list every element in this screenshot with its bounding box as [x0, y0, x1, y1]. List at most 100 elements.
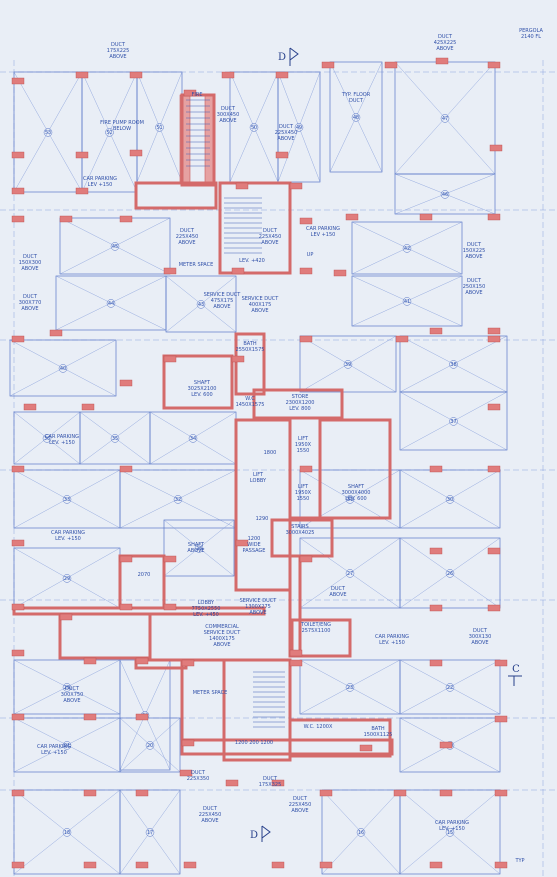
column: [299, 267, 313, 275]
column: [83, 657, 97, 665]
column: [11, 187, 25, 195]
parking-bay: 52: [81, 71, 138, 193]
column: [435, 57, 449, 65]
bay-number: 21: [64, 743, 70, 749]
parking-bay: 40: [9, 339, 117, 397]
room-label-wc-bottom: W.C. 1200X: [304, 724, 333, 730]
bay-number: 46: [442, 192, 448, 198]
column: [221, 71, 235, 79]
column: [275, 151, 289, 159]
column: [271, 861, 285, 869]
parking-bay: 32: [119, 469, 237, 529]
column: [11, 77, 25, 85]
column: [275, 71, 289, 79]
column: [429, 547, 443, 555]
column: [333, 269, 347, 277]
parking-bay: 37: [399, 391, 508, 451]
column: [419, 213, 433, 221]
column: [345, 213, 359, 221]
column: [181, 659, 195, 667]
parking-bay: 44: [55, 275, 167, 331]
parking-bay: 41: [351, 275, 463, 327]
column: [163, 603, 177, 611]
column: [299, 217, 313, 225]
bay-number: 27: [347, 571, 353, 577]
room-label-dim-1800: 1800: [264, 450, 277, 456]
column: [289, 659, 303, 667]
column: [135, 713, 149, 721]
bay-number: 26: [447, 571, 453, 577]
parking-bay: 49: [277, 71, 321, 183]
column: [119, 215, 133, 223]
column: [83, 789, 97, 797]
column: [487, 213, 501, 221]
bay-number: 38: [450, 362, 456, 368]
column: [135, 789, 149, 797]
parking-bay: 23: [299, 659, 401, 715]
parking-bay: 34: [149, 411, 237, 465]
bay-number: 30: [447, 497, 453, 503]
bay-number: 53: [45, 130, 51, 136]
column: [11, 151, 25, 159]
column: [494, 715, 508, 723]
column: [487, 403, 501, 411]
parking-bay: 38: [399, 335, 508, 393]
column: [163, 267, 177, 275]
column: [179, 769, 193, 777]
column: [289, 649, 303, 657]
column: [299, 335, 313, 343]
bay-number: 50: [251, 125, 257, 131]
column: [11, 215, 25, 223]
bay-number: 32: [175, 497, 181, 503]
column: [487, 547, 501, 555]
column: [11, 649, 25, 657]
parking-bay: 39: [299, 335, 397, 393]
column: [163, 555, 177, 563]
column: [231, 355, 245, 363]
column: [319, 861, 333, 869]
bay-number: 42: [404, 246, 410, 252]
column: [384, 61, 398, 69]
section-markers: D D C: [250, 47, 522, 842]
bay-number: 16: [358, 830, 364, 836]
column: [119, 379, 133, 387]
bay-number: 45: [112, 244, 118, 250]
column: [487, 335, 501, 343]
bay-number: 34: [190, 436, 196, 442]
room-label-up: UP: [307, 252, 314, 258]
column: [429, 465, 443, 473]
column: [439, 789, 453, 797]
bay-number: 31: [347, 497, 353, 503]
column: [11, 861, 25, 869]
bay-number: 40: [60, 366, 66, 372]
column: [321, 61, 335, 69]
parking-bay: 35: [79, 411, 151, 465]
svg-text:C: C: [512, 664, 520, 675]
column: [119, 603, 133, 611]
column: [83, 713, 97, 721]
column: [231, 267, 245, 275]
column: [11, 713, 25, 721]
